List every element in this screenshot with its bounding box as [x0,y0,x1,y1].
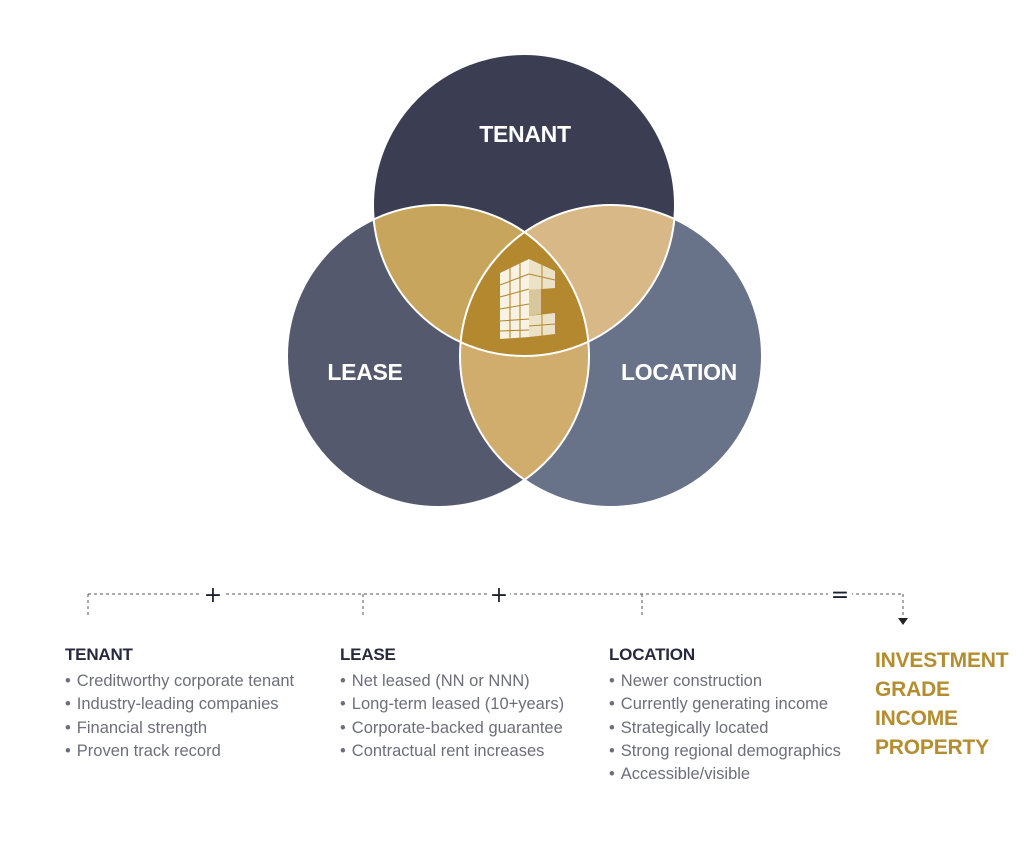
location-column-title: LOCATION [609,645,695,664]
lease-column: LEASE Net leased (NN or NNN) Long-term l… [340,645,564,763]
list-item: Corporate-backed guarantee [340,717,564,740]
lease-column-title: LEASE [340,645,396,664]
arrow-down-icon [898,618,908,625]
list-item: Strong regional demographics [609,740,841,763]
result-line: PROPERTY [875,736,989,759]
lease-criteria-list: Net leased (NN or NNN) Long-term leased … [340,670,564,763]
venn-diagram: TENANT LEASE LOCATION [286,53,763,508]
tenant-criteria-list: Creditworthy corporate tenant Industry-l… [65,670,294,763]
list-item: Net leased (NN or NNN) [340,670,564,693]
list-item: Creditworthy corporate tenant [65,670,294,693]
building-logo-icon [499,259,556,339]
location-criteria-list: Newer construction Currently generating … [609,670,841,786]
tenant-column-title: TENANT [65,645,133,664]
list-item: Long-term leased (10+years) [340,693,564,716]
tenant-circle-label: TENANT [479,121,571,147]
location-column: LOCATION Newer construction Currently ge… [609,645,841,786]
list-item: Proven track record [65,740,294,763]
plus-operator-2: + [490,583,508,608]
location-circle-label: LOCATION [621,359,737,385]
list-item: Financial strength [65,717,294,740]
plus-operator-1: + [204,583,222,608]
lease-circle-label: LEASE [327,359,402,385]
tenant-column: TENANT Creditworthy corporate tenant Ind… [65,645,294,763]
flow-connector: + + = [87,583,908,625]
list-item: Currently generating income [609,693,841,716]
list-item: Newer construction [609,670,841,693]
list-item: Industry-leading companies [65,693,294,716]
result-line: GRADE [875,678,950,701]
list-item: Accessible/visible [609,763,841,786]
result-line: INCOME [875,707,958,730]
list-item: Contractual rent increases [340,740,564,763]
result-label: INVESTMENT GRADE INCOME PROPERTY [875,646,1015,762]
result-line: INVESTMENT [875,649,1009,672]
equals-operator: = [831,583,849,608]
list-item: Strategically located [609,717,841,740]
